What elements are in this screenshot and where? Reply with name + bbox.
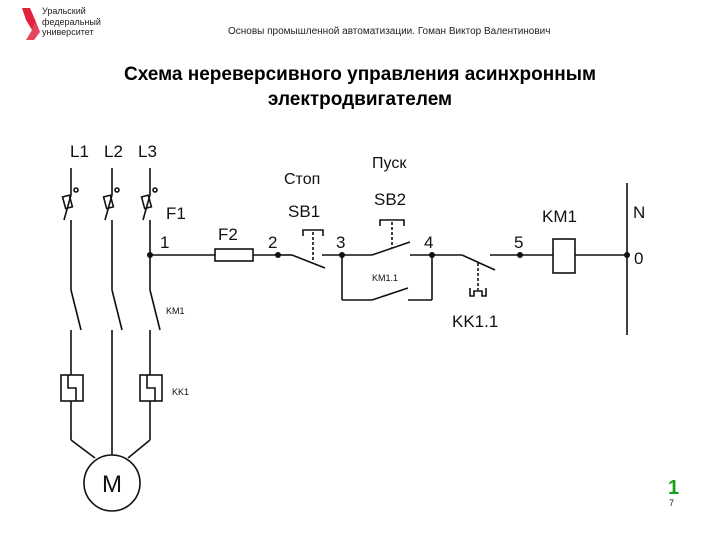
label-f1: F1 xyxy=(166,204,186,223)
author-name: Гоман Виктор Валентинович xyxy=(417,26,551,37)
label-neutral: N xyxy=(633,203,645,222)
node-3: 3 xyxy=(336,233,345,252)
title-line-1: Схема нереверсивного управления асинхрон… xyxy=(123,64,596,85)
label-sb1: SB1 xyxy=(288,202,320,221)
urfu-logo xyxy=(22,8,40,40)
node-1: 1 xyxy=(160,233,169,252)
label-kk1: KK1 xyxy=(172,387,189,397)
label-f2: F2 xyxy=(218,225,238,244)
label-l2: L2 xyxy=(104,142,123,161)
logo-line-3: университет xyxy=(42,27,94,37)
node-4: 4 xyxy=(424,233,433,252)
logo-line-1: Уральский xyxy=(42,6,86,16)
slide-title: Схема нереверсивного управления асинхрон… xyxy=(40,62,680,112)
label-sb2: SB2 xyxy=(374,190,406,209)
logo-text: Уральский федеральный университет xyxy=(42,6,101,38)
label-stop: Стоп xyxy=(284,171,320,188)
label-start: Пуск xyxy=(372,155,407,172)
label-kk1-1: KK1.1 xyxy=(452,312,498,331)
page-number-sub: 7 xyxy=(669,498,675,508)
node-2: 2 xyxy=(268,233,277,252)
slide-header: Основы промышленной автоматизации. Гоман… xyxy=(228,26,550,37)
course-name: Основы промышленной автоматизации. xyxy=(228,26,416,37)
label-l1: L1 xyxy=(70,142,89,161)
logo-line-2: федеральный xyxy=(42,16,101,27)
label-km1-1: KM1.1 xyxy=(372,273,398,283)
page-number: 1 xyxy=(668,477,680,499)
label-km1-contacts: KM1 xyxy=(166,306,185,316)
label-l3: L3 xyxy=(138,142,157,161)
label-neutral-num: 0 xyxy=(634,249,643,268)
title-line-2: электродвигателем xyxy=(267,89,453,110)
label-motor: M xyxy=(102,471,122,498)
node-5: 5 xyxy=(514,233,523,252)
label-coil-km1: KM1 xyxy=(542,207,577,226)
